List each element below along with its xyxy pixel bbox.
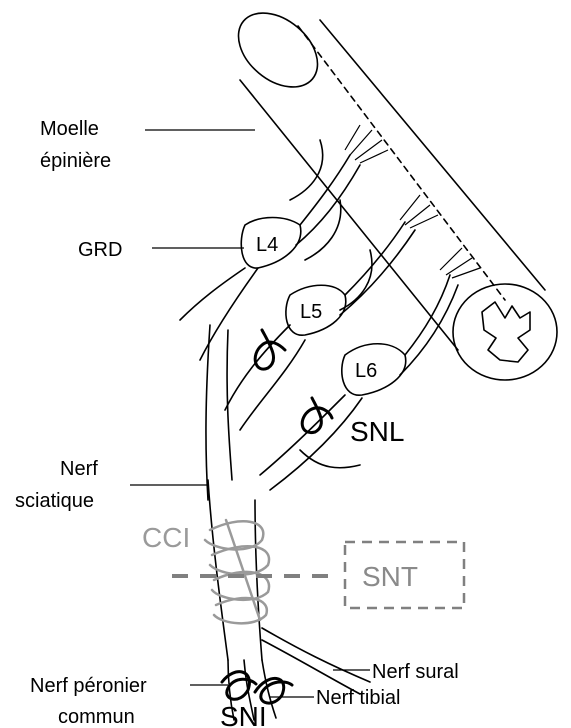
label-tibial: Nerf tibial — [316, 687, 400, 709]
leader-lines — [130, 130, 370, 697]
cci-ligatures — [205, 520, 269, 623]
label-sni: SNI — [220, 701, 267, 728]
label-sciatique-2: sciatique — [15, 490, 94, 512]
label-sural: Nerf sural — [372, 661, 459, 683]
label-l6: L6 — [355, 360, 377, 382]
sni-ligatures — [222, 672, 292, 703]
snt-transection — [172, 542, 464, 608]
label-peronier-2: commun — [58, 706, 135, 728]
spinal-cord-cylinder — [224, 0, 557, 380]
label-l4: L4 — [256, 234, 278, 256]
label-peronier-1: Nerf péronier — [30, 675, 147, 697]
plexus-branches — [180, 268, 362, 500]
label-moelle-1: Moelle — [40, 118, 99, 140]
label-snl: SNL — [350, 416, 404, 447]
label-moelle-2: épinière — [40, 150, 111, 172]
snl-ligatures — [255, 330, 332, 433]
label-snt: SNT — [362, 561, 418, 592]
label-l5: L5 — [300, 301, 322, 323]
label-sciatique-1: Nerf — [60, 458, 98, 480]
label-cci: CCI — [142, 522, 190, 553]
label-grd: GRD — [78, 239, 122, 261]
